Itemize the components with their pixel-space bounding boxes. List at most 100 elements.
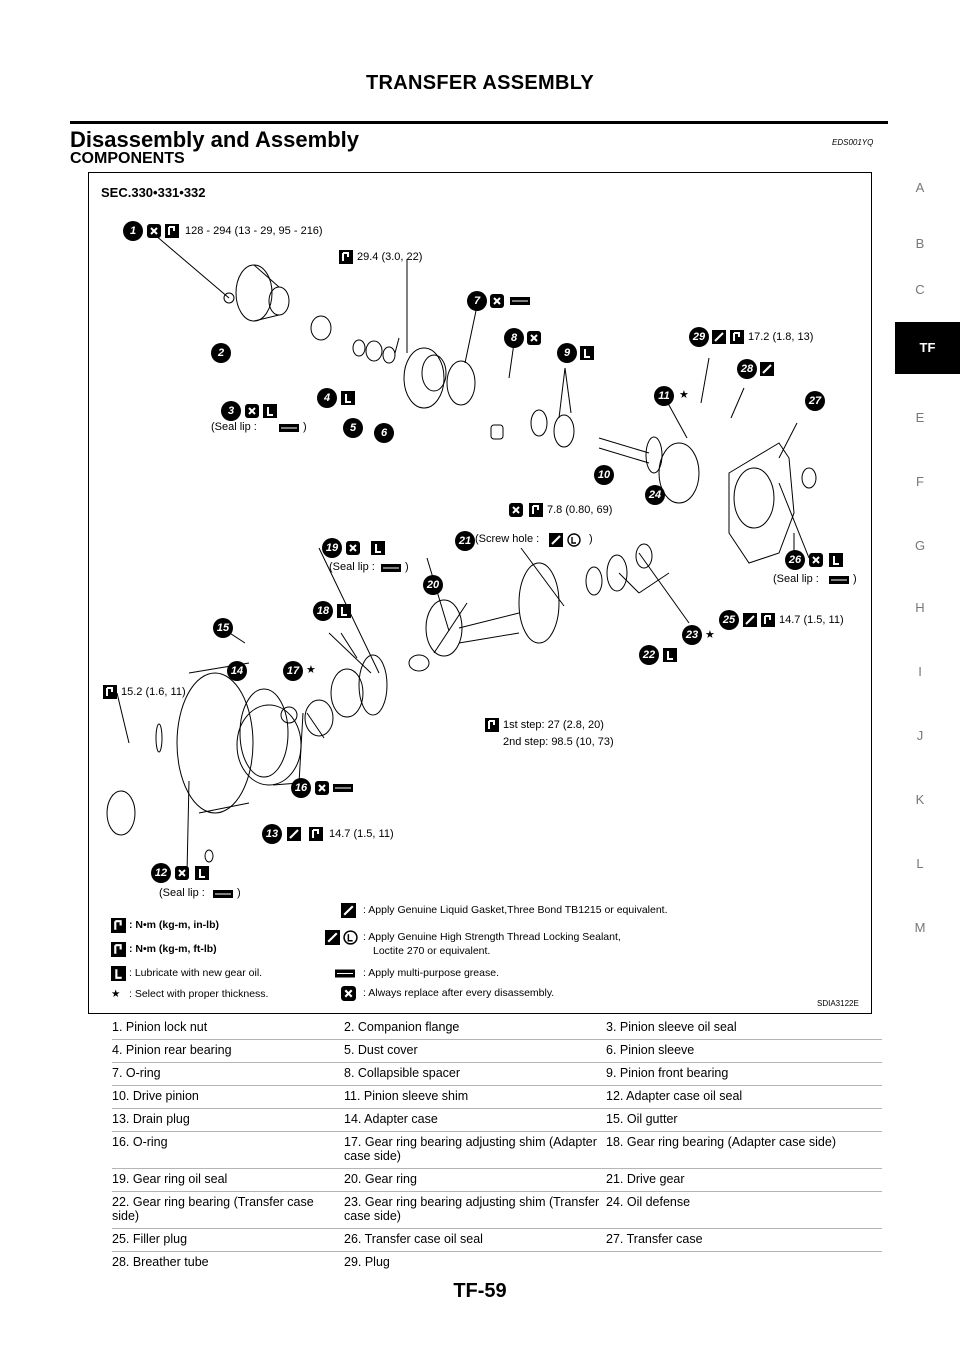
replace-icon xyxy=(175,866,189,880)
locking-sealant-icon xyxy=(343,930,358,945)
grease-icon xyxy=(510,294,530,308)
callout-27: 27 xyxy=(805,391,825,411)
callout-29: 29 xyxy=(689,327,709,347)
star-23: ★ xyxy=(705,629,715,641)
gear-oil-icon xyxy=(263,404,277,418)
part-cell: 2. Companion flange xyxy=(344,1020,460,1034)
part-cell: 1. Pinion lock nut xyxy=(112,1020,208,1034)
legend-grease: : Apply multi-purpose grease. xyxy=(363,967,499,979)
part-cell: 19. Gear ring oil seal xyxy=(112,1168,344,1192)
gasket-icon xyxy=(712,330,726,344)
grease-icon xyxy=(381,561,401,575)
callout-7: 7 xyxy=(467,291,487,311)
side-index-k[interactable]: K xyxy=(915,792,925,807)
part-cell: 24. Oil defense xyxy=(606,1191,882,1229)
part-cell: 13. Drain plug xyxy=(112,1108,344,1132)
section-code: EDS001YQ xyxy=(832,138,874,147)
legend-nm-ftlb: : N•m (kg-m, ft-lb) xyxy=(129,943,217,955)
callout-9: 9 xyxy=(557,343,577,363)
section-title: Disassembly and Assembly xyxy=(70,127,359,152)
torque-1: 128 - 294 (13 - 29, 95 - 216) xyxy=(185,225,323,237)
side-index-h[interactable]: H xyxy=(915,600,925,615)
locking-sealant-icon xyxy=(567,533,581,547)
grease-icon xyxy=(333,781,353,795)
part-cell: 21. Drive gear xyxy=(606,1168,882,1192)
side-index-c[interactable]: C xyxy=(915,282,925,297)
callout-24: 24 xyxy=(645,485,665,505)
star-17: ★ xyxy=(306,664,316,676)
screw-hole-close: ) xyxy=(589,533,593,545)
replace-icon xyxy=(509,503,523,517)
callout-3: 3 xyxy=(221,401,241,421)
gasket-icon xyxy=(341,903,356,918)
legend-locking-2: Loctite 270 or equivalent. xyxy=(373,945,491,957)
torque-wrench-icon xyxy=(309,827,323,841)
callout-8: 8 xyxy=(504,328,524,348)
part-cell: 23. Gear ring bearing adjusting shim (Tr… xyxy=(344,1191,606,1229)
side-index-j[interactable]: J xyxy=(916,728,924,743)
callout-12: 12 xyxy=(151,863,171,883)
callout-25: 25 xyxy=(719,610,739,630)
side-index-b[interactable]: B xyxy=(915,236,925,251)
torque-wrench-icon xyxy=(165,224,179,238)
legend-nm-inlb: : N•m (kg-m, in-lb) xyxy=(129,919,219,931)
replace-icon xyxy=(346,541,360,555)
gear-oil-icon xyxy=(829,553,843,567)
gear-oil-icon xyxy=(580,346,594,360)
part-cell: 8. Collapsible spacer xyxy=(344,1062,606,1086)
torque-wrench-icon xyxy=(111,918,126,933)
callout-6: 6 xyxy=(374,423,394,443)
page-header-title: TRANSFER ASSEMBLY xyxy=(365,72,595,94)
side-index-e[interactable]: E xyxy=(915,410,925,425)
legend-locking-1: : Apply Genuine High Strength Thread Loc… xyxy=(363,931,621,943)
grease-icon xyxy=(335,966,355,981)
callout-13: 13 xyxy=(262,824,282,844)
legend-star: ★ xyxy=(111,988,121,1000)
callout-23: 23 xyxy=(682,625,702,645)
part-cell: 10. Drive pinion xyxy=(112,1085,344,1109)
subsection-title: COMPONENTS xyxy=(70,150,185,167)
callout-22: 22 xyxy=(639,645,659,665)
seal-lip-3-close: ) xyxy=(303,421,307,433)
replace-icon xyxy=(527,331,541,345)
side-index-tf-active[interactable]: TF xyxy=(895,322,960,374)
torque-wrench-icon xyxy=(730,330,744,344)
side-index: A B C TF E F G H I J K L M xyxy=(895,0,960,1358)
side-index-f[interactable]: F xyxy=(916,474,924,489)
replace-icon xyxy=(245,404,259,418)
replace-icon xyxy=(809,553,823,567)
side-index-a[interactable]: A xyxy=(915,180,925,195)
callout-15: 15 xyxy=(213,618,233,638)
seal-lip-12: (Seal lip : xyxy=(159,887,205,899)
grease-icon xyxy=(829,573,849,587)
part-cell: 4. Pinion rear bearing xyxy=(112,1039,344,1063)
part-cell: 26. Transfer case oil seal xyxy=(344,1228,606,1252)
header-rule xyxy=(70,121,888,124)
part-cell: 6. Pinion sleeve xyxy=(606,1039,882,1063)
side-index-i[interactable]: I xyxy=(918,664,922,679)
side-index-l[interactable]: L xyxy=(916,856,924,871)
part-cell: 17. Gear ring bearing adjusting shim (Ad… xyxy=(344,1131,606,1169)
seal-lip-26: (Seal lip : xyxy=(773,573,819,585)
part-cell: 12. Adapter case oil seal xyxy=(606,1085,882,1109)
callout-20: 20 xyxy=(423,575,443,595)
part-cell: 3. Pinion sleeve oil seal xyxy=(606,1020,737,1034)
callout-10: 10 xyxy=(594,465,614,485)
side-index-g[interactable]: G xyxy=(914,538,926,553)
side-index-m[interactable]: M xyxy=(914,920,926,935)
part-cell: 20. Gear ring xyxy=(344,1168,606,1192)
seal-lip-19-close: ) xyxy=(405,561,409,573)
exploded-diagram: SEC.330•331•332 1 2 3 4 5 6 7 8 9 10 11 … xyxy=(88,172,872,1014)
screw-hole-note: (Screw hole : xyxy=(475,533,540,545)
torque-29: 17.2 (1.8, 13) xyxy=(748,331,814,343)
torque-gear-step2: 2nd step: 98.5 (10, 73) xyxy=(503,736,614,748)
gear-oil-icon xyxy=(337,604,351,618)
callout-11: 11 xyxy=(654,386,674,406)
gasket-icon xyxy=(325,930,340,945)
figure-code: SDIA3122E xyxy=(817,999,859,1008)
part-cell: 14. Adapter case xyxy=(344,1108,606,1132)
